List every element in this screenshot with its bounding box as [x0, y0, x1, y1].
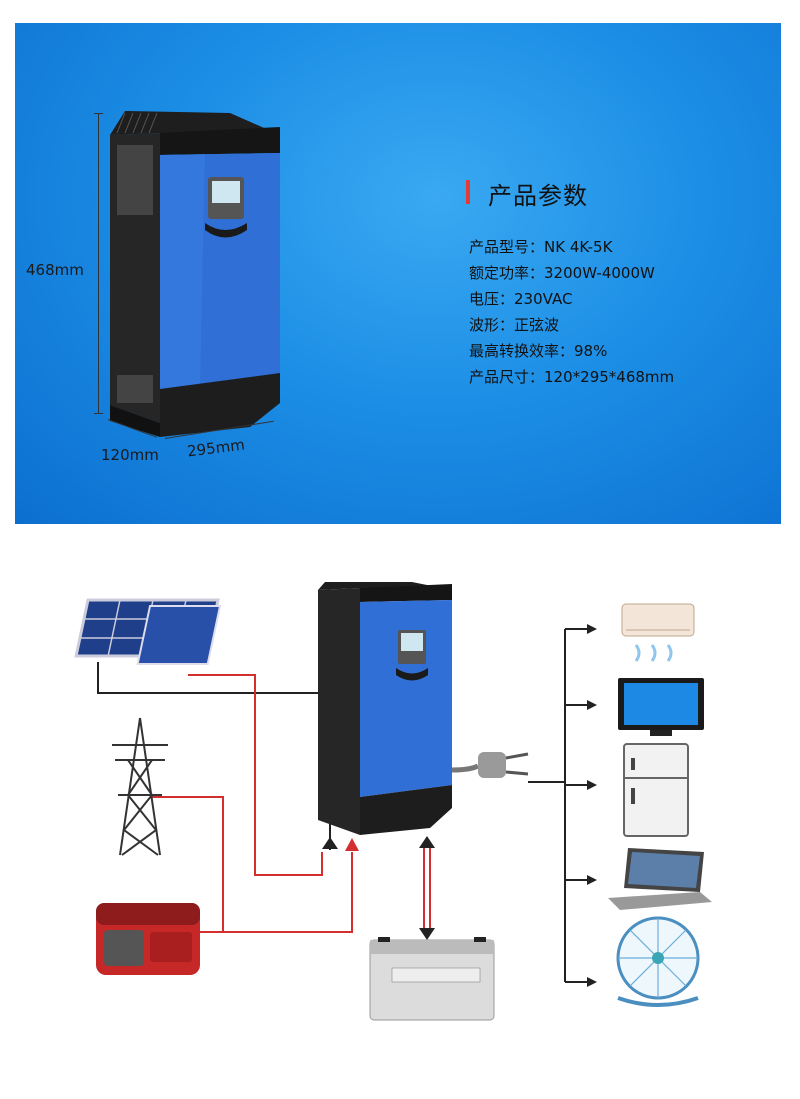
refrigerator-icon: [623, 743, 689, 837]
accent-bar: [466, 180, 470, 204]
height-dimension: 468mm: [26, 261, 84, 279]
inverter-icon: [318, 582, 529, 835]
spec-size: 产品尺寸：120*295*468mm: [469, 368, 675, 386]
battery-icon: [369, 937, 495, 1021]
spec-power: 额定功率：3200W-4000W: [469, 264, 655, 282]
product-banner: 468mm 120mm 295mm: [15, 23, 781, 524]
generator-icon: [96, 903, 200, 975]
fan-icon: [616, 916, 700, 1007]
system-diagram: [74, 582, 712, 1021]
spec-title: 产品参数: [488, 182, 588, 210]
depth-dimension: 120mm: [101, 446, 159, 464]
solar-panel-icon: [74, 598, 222, 665]
power-tower-icon: [112, 717, 168, 856]
spec-voltage: 电压：230VAC: [469, 290, 573, 308]
spec-model: 产品型号：NK 4K-5K: [469, 238, 613, 256]
inverter-icon: [110, 111, 280, 437]
spec-list: 产品型号：NK 4K-5K 额定功率：3200W-4000W 电压：230VAC…: [469, 234, 674, 390]
laptop-icon: [608, 848, 712, 910]
spec-efficiency: 最高转换效率：98%: [469, 342, 608, 360]
spec-waveform: 波形：正弦波: [469, 316, 560, 334]
tv-icon: [618, 678, 704, 736]
air-conditioner-icon: [621, 603, 695, 662]
